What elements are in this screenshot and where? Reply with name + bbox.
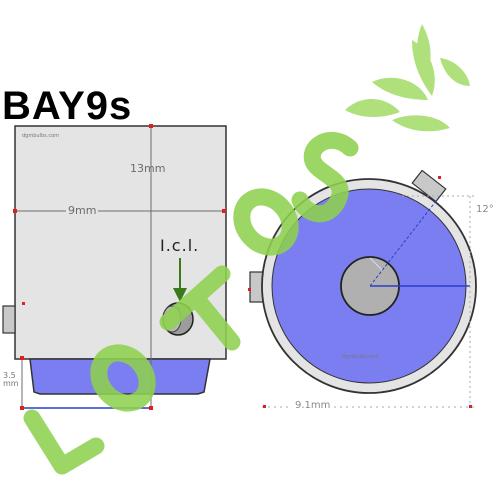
front-view bbox=[248, 169, 477, 410]
bulb-base bbox=[29, 358, 211, 395]
side-brand-text: dgmbulbs.com bbox=[22, 133, 59, 139]
lotus-flower-icon bbox=[345, 24, 470, 132]
icl-arrow-head bbox=[173, 288, 187, 302]
watermark-letter-o2 bbox=[233, 188, 299, 256]
side-dim-markers bbox=[13, 124, 226, 410]
side-view bbox=[2, 124, 227, 410]
length-label: 13mm bbox=[130, 162, 166, 175]
front-angle-label: 12° bbox=[476, 204, 494, 215]
front-brand-text: dgmbulbs.com bbox=[342, 354, 379, 360]
icl-label: I.c.l. bbox=[160, 236, 200, 255]
diameter-label: 9mm bbox=[66, 204, 99, 217]
front-dim-markers bbox=[248, 176, 472, 408]
front-top-pin bbox=[411, 169, 447, 203]
lotos-watermark bbox=[23, 24, 470, 475]
base-height-label: 3.5 mm bbox=[3, 371, 19, 388]
side-pin bbox=[2, 305, 16, 334]
page-title: BAY9s bbox=[2, 84, 133, 128]
watermark-letter-l bbox=[23, 409, 105, 475]
watermark-letter-s bbox=[291, 131, 359, 223]
front-mid-tick bbox=[369, 257, 383, 271]
front-diameter-label: 9.1mm bbox=[292, 400, 334, 411]
watermark-letter-t bbox=[159, 265, 241, 351]
front-angle-line bbox=[369, 195, 441, 287]
watermark-letter-o1 bbox=[90, 344, 156, 412]
